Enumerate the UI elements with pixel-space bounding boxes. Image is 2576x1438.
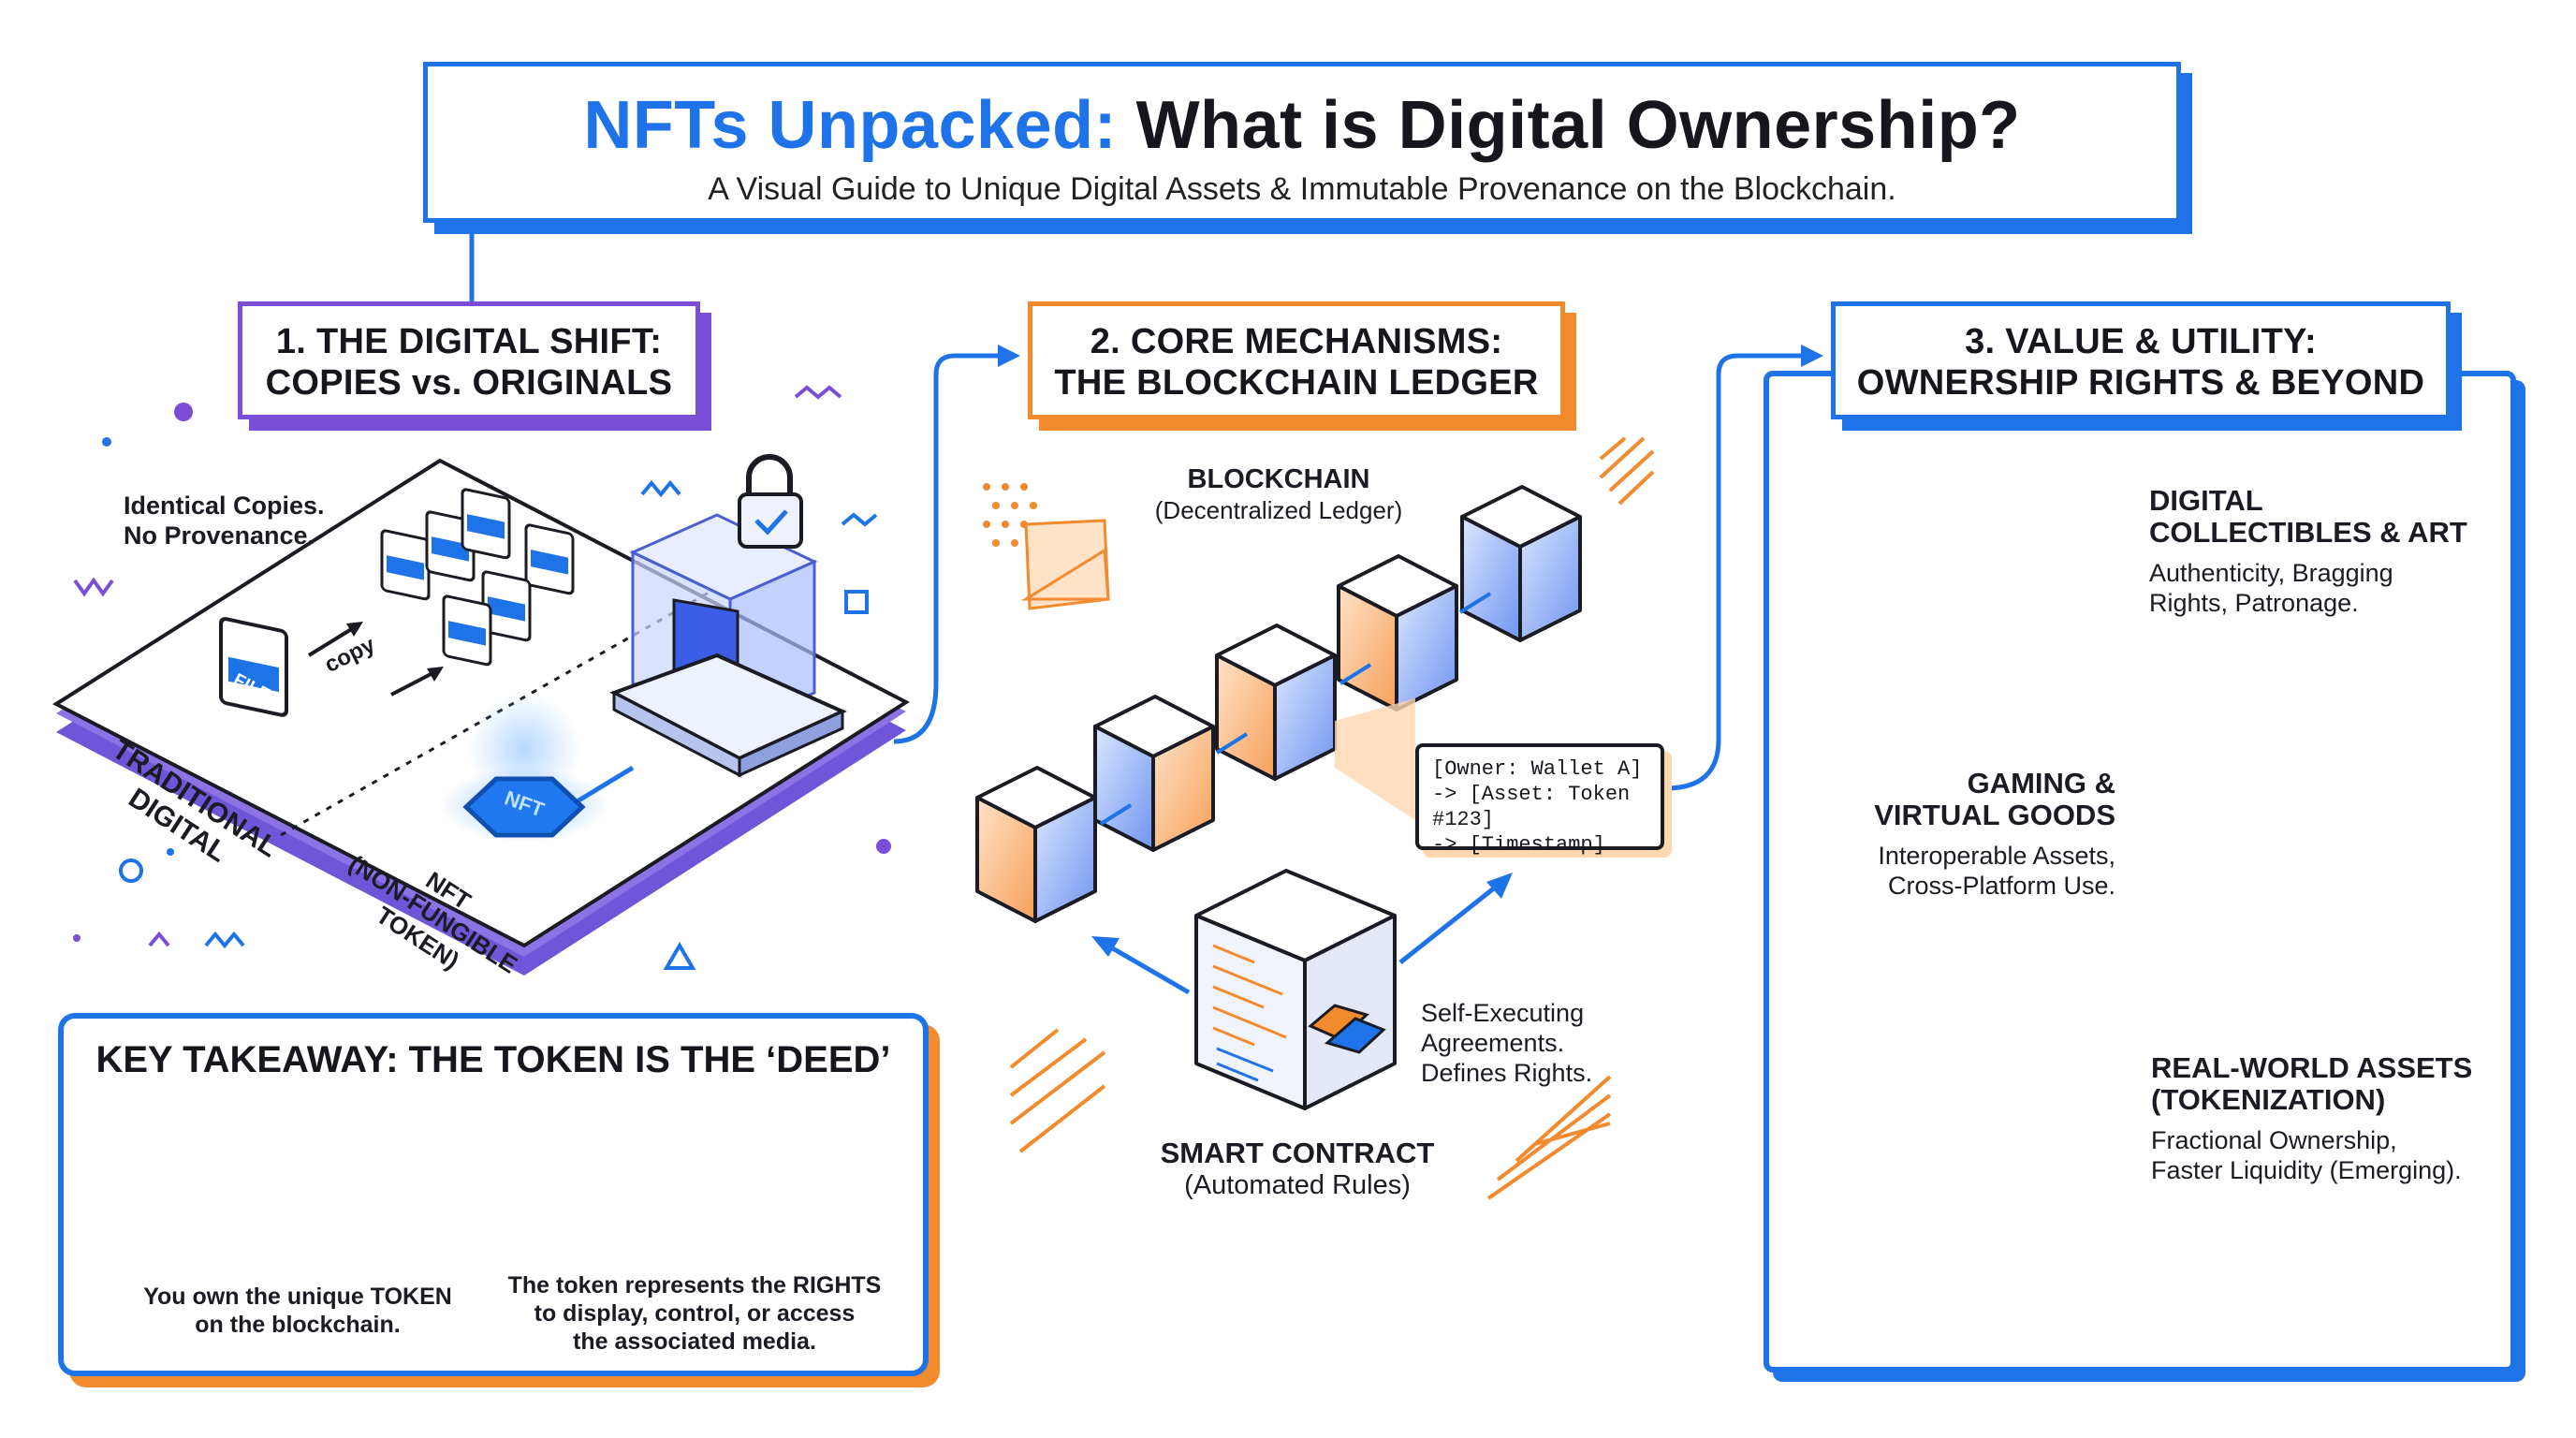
contract-arrows — [1091, 873, 1513, 995]
key-takeaway-box: KEY TAKEAWAY: THE TOKEN IS THE ‘DEED’ Yo… — [58, 1013, 929, 1376]
gaming-title-line2: VIRTUAL GOODS — [1874, 799, 2115, 831]
section-3-header: 3. VALUE & UTILITY: OWNERSHIP RIGHTS & B… — [1831, 301, 2451, 419]
handshake-icon — [1308, 1004, 1386, 1054]
orange-dot-pattern — [983, 483, 1037, 547]
ledger-line3: -> [Timestamp] — [1432, 833, 1605, 857]
connector-sec1-to-sec2 — [893, 353, 1007, 744]
section-2-heading-line2: THE BLOCKCHAIN LEDGER — [1054, 363, 1539, 403]
section-3-heading-line1: 3. VALUE & UTILITY: — [1965, 322, 2317, 361]
title-banner: NFTs Unpacked: What is Digital Ownership… — [423, 62, 2181, 223]
contract-note-line2: Agreements. — [1421, 1029, 1565, 1057]
ledger-highlight-beam — [1335, 698, 1415, 820]
collectibles-title-line2: COLLECTIBLES & ART — [2149, 516, 2467, 549]
rwa-desc-line2: Faster Liquidity (Emerging). — [2151, 1156, 2462, 1184]
smart-contract-cube — [1194, 869, 1397, 1110]
copies-note-line1: Identical Copies. — [124, 492, 325, 520]
contract-note-line1: Self-Executing — [1421, 999, 1585, 1027]
takeaway-right-line2: to display, control, or access — [534, 1300, 856, 1327]
takeaway-left-text: You own the unique TOKEN on the blockcha… — [110, 1283, 485, 1339]
file-icons-group — [219, 488, 575, 717]
takeaway-right-line1: The token represents the RIGHTS — [507, 1272, 882, 1299]
orange-geometric-shape — [1020, 519, 1110, 610]
section-1-heading-line1: 1. THE DIGITAL SHIFT: — [275, 322, 663, 361]
gaming-desc-line2: Cross-Platform Use. — [1887, 872, 2115, 900]
value-utility-panel — [1764, 371, 2516, 1372]
rwa-text: REAL-WORLD ASSETS (TOKENIZATION) Fractio… — [2151, 1052, 2472, 1185]
gaming-title-line1: GAMING & — [1967, 767, 2115, 800]
smart-contract-sub: (Automated Rules) — [1184, 1170, 1411, 1200]
key-takeaway-title: KEY TAKEAWAY: THE TOKEN IS THE ‘DEED’ — [95, 1039, 891, 1080]
smart-contract-label: SMART CONTRACT — [1160, 1137, 1435, 1169]
takeaway-right-line3: the associated media. — [573, 1328, 816, 1355]
takeaway-left-line1: You own the unique TOKEN — [143, 1284, 452, 1310]
lock-icon — [738, 454, 803, 549]
chain-link-arrows — [1099, 592, 1492, 826]
arrowhead-sec2 — [998, 345, 1020, 367]
flow-connectors — [469, 223, 1810, 791]
nft-coin-icon — [462, 776, 586, 838]
collectibles-desc-line1: Authenticity, Bragging — [2149, 559, 2393, 587]
chain-block-4 — [1337, 554, 1458, 712]
ledger-line1: [Owner: Wallet A] — [1432, 757, 1643, 781]
page-subtitle: A Visual Guide to Unique Digital Assets … — [708, 171, 1896, 207]
contract-note-line3: Defines Rights. — [1421, 1059, 1593, 1087]
collectibles-title-line1: DIGITAL — [2149, 484, 2263, 517]
section-3-heading-line2: OWNERSHIP RIGHTS & BEYOND — [1856, 363, 2425, 403]
page-title: NFTs Unpacked: What is Digital Ownership… — [428, 87, 2176, 164]
orange-hatch-patterns — [1009, 436, 1655, 1200]
chain-block-2 — [1093, 695, 1215, 852]
rwa-desc-line1: Fractional Ownership, — [2151, 1126, 2397, 1154]
chain-block-1 — [975, 766, 1097, 923]
file-icon — [481, 570, 532, 642]
takeaway-right-text: The token represents the RIGHTS to displ… — [489, 1271, 900, 1356]
blockchain-sub: (Decentralized Ledger) — [1154, 496, 1403, 524]
chain-block-5 — [1460, 485, 1582, 642]
title-accent: NFTs Unpacked: — [583, 88, 1118, 163]
title-main: What is Digital Ownership? — [1135, 88, 2021, 163]
gaming-desc-line1: Interoperable Assets, — [1878, 842, 2115, 870]
decorative-confetti — [73, 385, 891, 970]
file-icon — [524, 523, 575, 595]
section-2-header: 2. CORE MECHANISMS: THE BLOCKCHAIN LEDGE… — [1028, 301, 1565, 419]
copies-note: Identical Copies. No Provenance. — [124, 491, 325, 550]
blockchain-label: BLOCKCHAIN — [1187, 464, 1370, 494]
copies-note-line2: No Provenance. — [124, 521, 315, 550]
gaming-text: GAMING & VIRTUAL GOODS Interoperable Ass… — [1822, 768, 2115, 901]
arrowhead-sec3 — [1801, 345, 1823, 367]
file-icon — [219, 617, 288, 717]
section-1-heading-line2: COPIES vs. ORIGINALS — [265, 363, 673, 403]
section-1-header: 1. THE DIGITAL SHIFT: COPIES vs. ORIGINA… — [238, 301, 700, 419]
chain-block-3 — [1215, 624, 1337, 781]
blockchain-cubes — [975, 485, 1582, 923]
contract-note: Self-Executing Agreements. Defines Right… — [1421, 998, 1592, 1088]
file-icon — [461, 488, 511, 560]
ledger-record-card: [Owner: Wallet A] -> [Asset: Token #123]… — [1415, 743, 1664, 857]
rwa-title-line2: (TOKENIZATION) — [2151, 1083, 2386, 1116]
connector-sec2-to-sec3 — [1665, 353, 1810, 791]
collectibles-desc-line2: Rights, Patronage. — [2149, 589, 2359, 617]
section-2-heading-line1: 2. CORE MECHANISMS: — [1090, 322, 1503, 361]
file-icon — [442, 594, 492, 667]
rwa-title-line1: REAL-WORLD ASSETS — [2151, 1051, 2473, 1084]
collectibles-text: DIGITAL COLLECTIBLES & ART Authenticity,… — [2149, 485, 2467, 618]
takeaway-left-line2: on the blockchain. — [195, 1312, 401, 1338]
file-icon — [380, 529, 431, 601]
glass-display-case — [609, 513, 847, 778]
ledger-line2: -> [Asset: Token #123] — [1432, 783, 1631, 831]
